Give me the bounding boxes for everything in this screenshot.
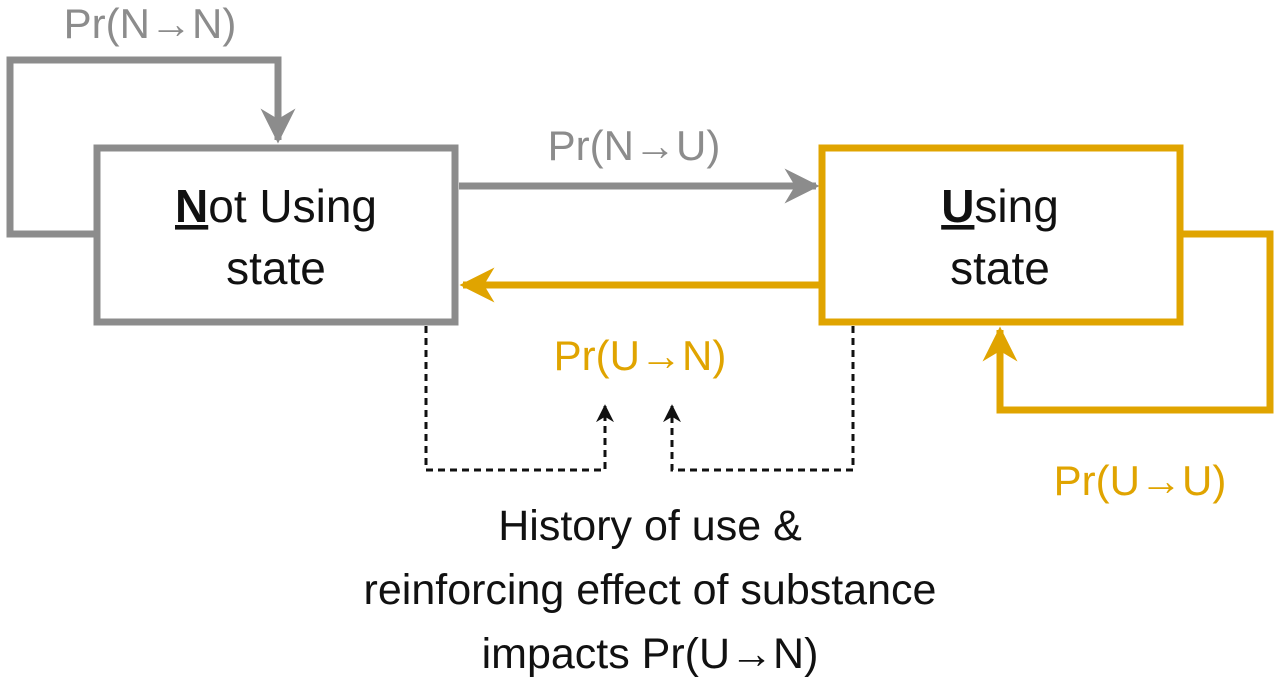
label-n-to-n: Pr(N→N) (64, 0, 237, 47)
label-u-to-u: Pr(U→U) (1054, 457, 1227, 504)
influence-from-using (663, 326, 855, 472)
caption-line-2: reinforcing effect of substance (364, 566, 937, 614)
using-state-label-line2: state (950, 242, 1050, 294)
using-state-label-line1: Using (941, 180, 1059, 232)
loop-n-to-n (6, 56, 296, 238)
using-state-box (818, 144, 1184, 326)
caption-line-3: impacts Pr(U→N) (482, 630, 819, 678)
influence-from-not-using (424, 326, 614, 472)
not-using-state-box (93, 144, 459, 326)
using-initial: U (941, 180, 974, 232)
not-using-rest: ot Using (208, 180, 377, 232)
not-using-state-label-line2: state (226, 242, 326, 294)
not-using-state-label-line1: Not Using (175, 180, 377, 232)
label-n-to-u: Pr(N→U) (548, 122, 721, 169)
label-u-to-n: Pr(U→N) (554, 332, 727, 379)
using-rest: sing (974, 180, 1058, 232)
caption-line-1: History of use & (498, 502, 802, 550)
not-using-initial: N (175, 180, 208, 232)
loop-u-to-u (982, 230, 1274, 414)
